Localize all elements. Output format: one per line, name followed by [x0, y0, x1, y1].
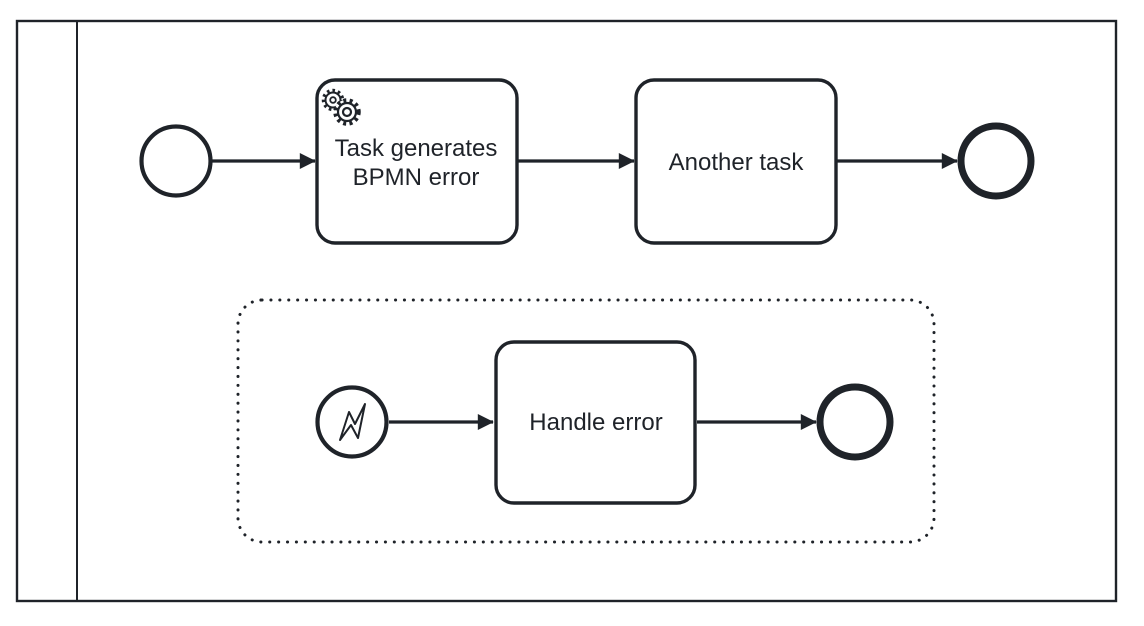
start-event[interactable] — [139, 124, 213, 198]
handle-error-task-shape[interactable] — [494, 340, 697, 505]
service-task-label-line1: Task generates — [335, 135, 498, 162]
service-task[interactable]: Task generates BPMN error — [315, 78, 519, 245]
handle-error-task[interactable]: Handle error — [494, 340, 697, 505]
service-task-shape[interactable] — [315, 78, 519, 245]
front-gear-hole — [341, 106, 353, 118]
gears-icon — [321, 88, 361, 126]
service-task-label-line2: BPMN error — [353, 164, 480, 191]
handle-error-task-label: Handle error — [529, 409, 662, 436]
pool-border[interactable] — [15, 19, 1118, 603]
subprocess-end-event[interactable] — [816, 383, 894, 461]
end-event[interactable] — [957, 122, 1035, 200]
participant-pool[interactable] — [15, 19, 1118, 603]
another-task[interactable]: Another task — [634, 78, 838, 245]
front-gear-teeth — [333, 98, 361, 126]
error-flash-icon — [339, 403, 366, 441]
error-start-event[interactable] — [315, 385, 389, 459]
another-task-shape[interactable] — [634, 78, 838, 245]
back-gear-teeth — [321, 88, 345, 112]
another-task-label: Another task — [669, 149, 805, 176]
back-gear-hole — [329, 96, 337, 104]
event-subprocess[interactable] — [236, 298, 936, 544]
